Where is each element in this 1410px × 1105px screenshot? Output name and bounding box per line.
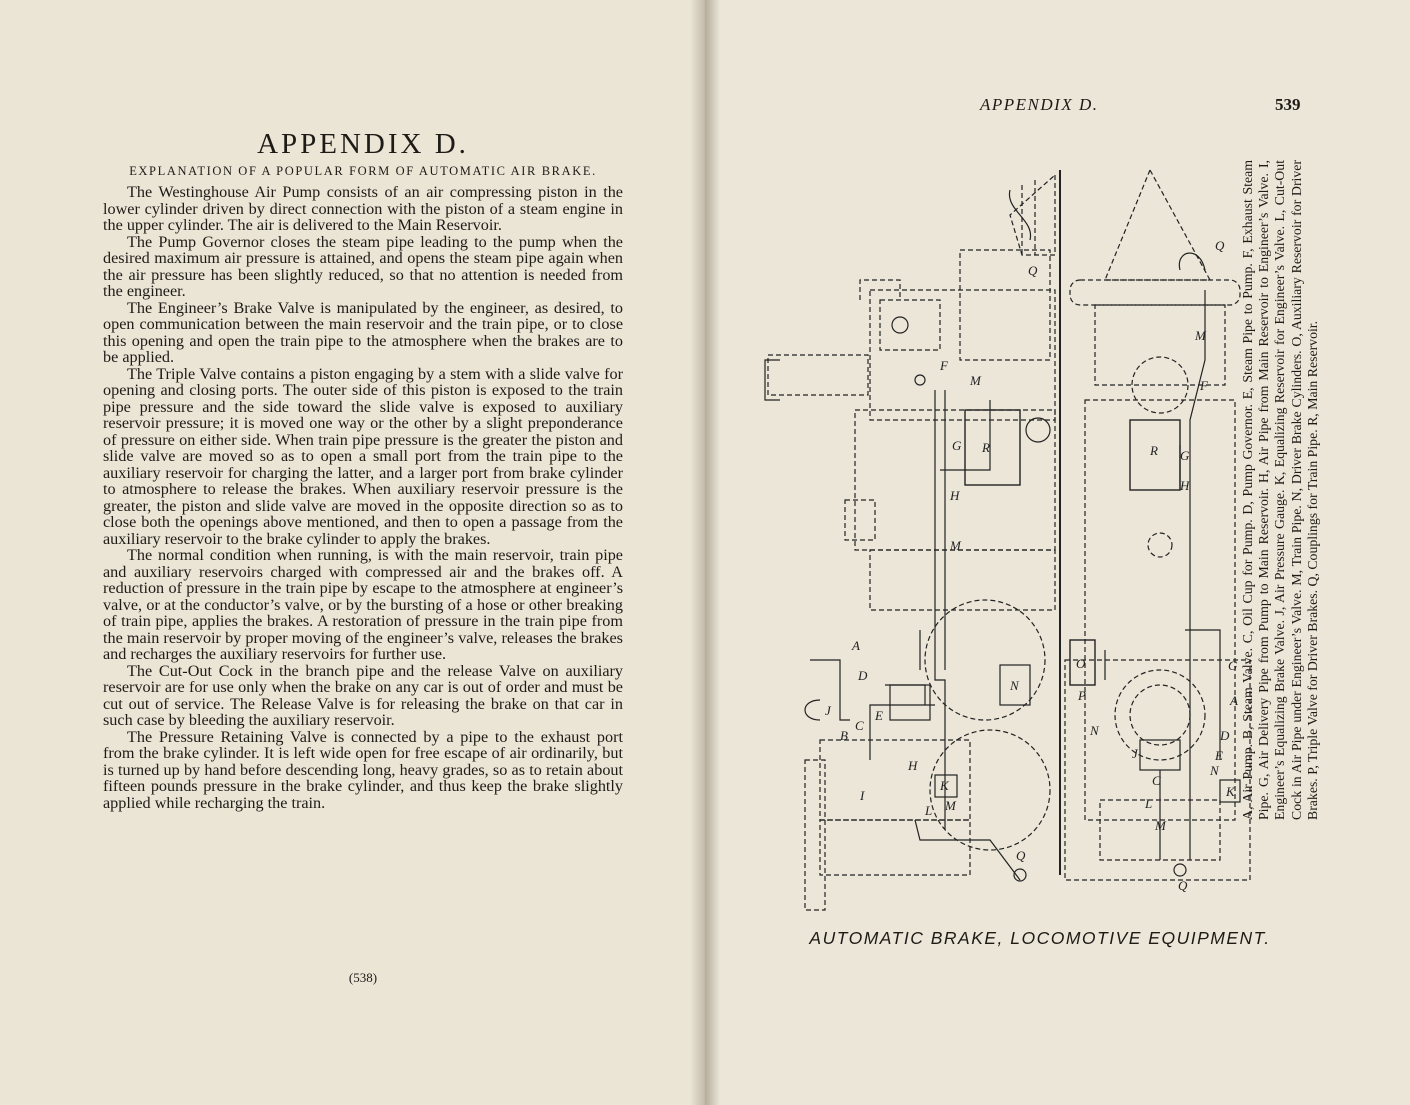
label-o-plan: O	[1076, 656, 1086, 671]
label-g-side: G	[952, 438, 962, 453]
label-n-side: N	[1009, 678, 1020, 693]
label-q-side: Q	[1028, 263, 1038, 278]
left-page: APPENDIX D. EXPLANATION OF A POPULAR FOR…	[0, 0, 706, 1105]
label-k-plan: K	[1225, 784, 1236, 799]
label-j-side: J	[825, 703, 832, 718]
label-h-side: H	[949, 488, 960, 503]
page-number-right: 539	[1275, 95, 1301, 114]
label-l-plan: L	[1144, 796, 1152, 811]
figure-caption: AUTOMATIC BRAKE, LOCOMOTIVE EQUIPMENT.	[809, 928, 1271, 948]
label-m2-plan: M	[1154, 818, 1167, 833]
label-b-side: B	[840, 728, 848, 743]
page-title: APPENDIX D.	[257, 128, 469, 160]
label-d-side: D	[857, 668, 868, 683]
label-c-side: C	[855, 718, 864, 733]
figure-legend: A, Air Pump. B, Steam Valve. C, Oil Cup …	[1240, 160, 1320, 820]
label-h2-side: H	[907, 758, 918, 773]
label-j-plan: J	[1132, 746, 1139, 761]
label-d-plan: D	[1219, 728, 1230, 743]
label-m-plan: M	[1194, 328, 1207, 343]
page-subtitle: EXPLANATION OF A POPULAR FORM OF AUTOMAT…	[129, 164, 597, 178]
paragraph-retaining-valve: The Pressure Retaining Valve is connecte…	[103, 727, 623, 812]
label-a-plan: A	[1229, 693, 1238, 708]
label-f-side: F	[939, 358, 949, 373]
label-q-plan: Q	[1215, 238, 1225, 253]
label-e-side: E	[874, 708, 883, 723]
label-r-plan: R	[1149, 443, 1158, 458]
label-h-plan: H	[1179, 478, 1190, 493]
label-q2-side: Q	[1016, 848, 1026, 863]
label-m3-side: M	[944, 798, 957, 813]
label-g-plan: G	[1180, 448, 1190, 463]
label-g2-plan: G	[1228, 658, 1238, 673]
paragraph-pump-governor: The Pump Governor closes the steam pipe …	[103, 232, 623, 300]
running-head: APPENDIX D.	[980, 95, 1099, 114]
label-e-plan: E	[1214, 748, 1223, 763]
label-i-side: I	[859, 788, 865, 803]
page-number-left: (538)	[348, 970, 378, 985]
label-a-side: A	[851, 638, 860, 653]
label-r-side: R	[981, 440, 990, 455]
paragraph-cut-out-cock: The Cut-Out Cock in the branch pipe and …	[103, 661, 623, 729]
label-f-plan: F	[1199, 378, 1209, 393]
label-l-side: L	[924, 803, 932, 818]
label-m-side: M	[969, 373, 982, 388]
label-k-side: K	[939, 778, 950, 793]
label-p-plan: P	[1077, 688, 1086, 703]
paragraph-normal-condition: The normal condition when running, is wi…	[103, 546, 623, 663]
label-c-plan: C	[1152, 773, 1161, 788]
locomotive-diagram: Q F M G R H M A D B C J E I H K L M N Q …	[764, 168, 1251, 911]
paragraph-air-pump: The Westinghouse Air Pump consists of an…	[103, 183, 623, 234]
right-page	[706, 0, 1410, 1105]
label-m2-side: M	[949, 538, 962, 553]
label-n-plan: N	[1089, 723, 1100, 738]
body-text: The Westinghouse Air Pump consists of an…	[103, 184, 623, 811]
book-gutter	[690, 0, 720, 1105]
paragraph-brake-valve: The Engineer’s Brake Valve is manipulate…	[103, 298, 623, 366]
paragraph-triple-valve: The Triple Valve contains a piston engag…	[103, 364, 623, 548]
label-n2-plan: N	[1209, 763, 1220, 778]
label-q2-plan: Q	[1178, 878, 1188, 893]
